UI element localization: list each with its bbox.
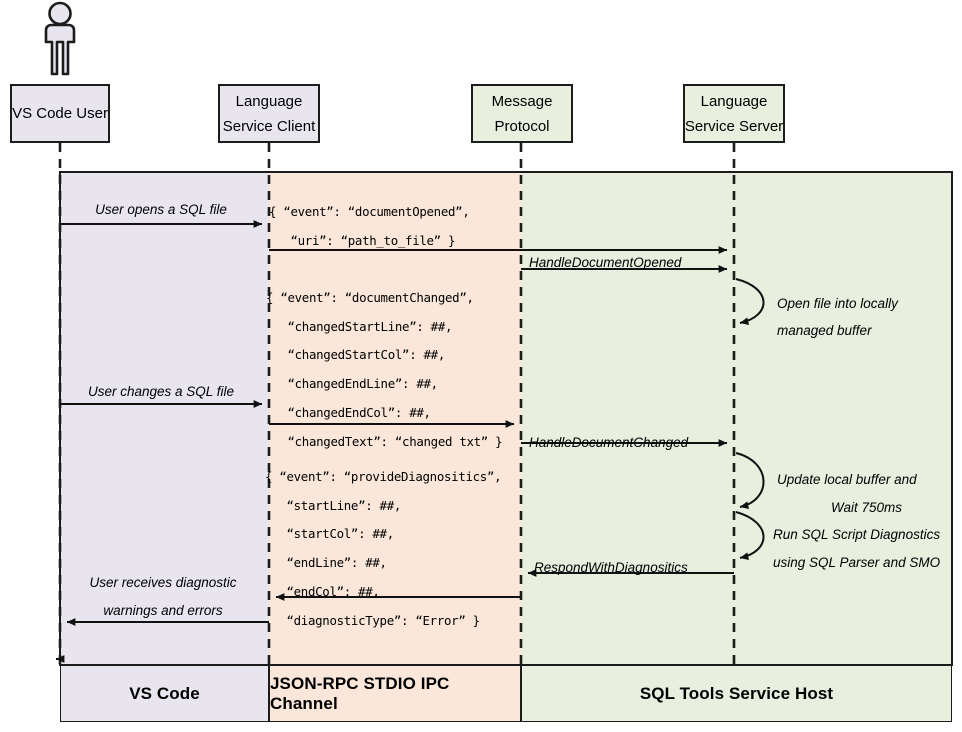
actor-label-line1: Language <box>700 92 768 110</box>
note-update-buffer-l2: Wait 750ms <box>830 500 903 515</box>
legend-label: JSON-RPC STDIO IPC Channel <box>270 673 450 713</box>
legend-ipc-channel[interactable]: JSON-RPC STDIO IPC Channel <box>269 665 521 722</box>
band-service-host <box>521 172 952 665</box>
loop-update-buffer <box>735 452 765 510</box>
payload-document-opened: { “event”: “documentOpened”, “uri”: “pat… <box>269 204 470 248</box>
actor-box-message-protocol[interactable]: Message Protocol <box>471 84 573 143</box>
message-label-user-receives-l1: User receives diagnostic <box>89 575 237 590</box>
payload-provide-diagnositics: { “event”: “provideDiagnositics”, “start… <box>265 469 502 628</box>
message-label-user-changes: User changes a SQL file <box>87 384 235 399</box>
band-ipc-channel <box>269 172 521 665</box>
message-label-handle-document-changed: HandleDocumentChanged <box>529 435 689 450</box>
payload-document-changed: { “event”: “documentChanged”, “changedSt… <box>266 290 503 449</box>
message-label-user-receives-l2: warnings and errors <box>103 603 223 618</box>
message-label-respond-with-diagnositics: RespondWithDiagnositics <box>534 560 688 575</box>
actor-person-icon <box>44 1 76 76</box>
note-update-buffer-l1: Update local buffer and <box>777 472 917 487</box>
actor-label-line2: Service Client <box>222 117 316 135</box>
note-open-file-l2: managed buffer <box>777 323 872 338</box>
band-vs-code <box>60 172 269 665</box>
actor-label-line1: Language <box>235 92 303 110</box>
legend-vs-code[interactable]: VS Code <box>60 665 269 722</box>
self-call-loops <box>735 278 765 561</box>
actor-box-language-service-server[interactable]: Language Service Server <box>683 84 785 143</box>
actor-box-language-service-client[interactable]: Language Service Client <box>218 84 320 143</box>
note-run-diagnostics-l1: Run SQL Script Diagnostics <box>773 527 941 542</box>
message-arrows <box>60 220 734 626</box>
legend-service-host[interactable]: SQL Tools Service Host <box>521 665 952 722</box>
note-open-file-l1: Open file into locally <box>777 296 898 311</box>
actor-label-line1: VS Code User <box>12 105 108 122</box>
legend-label: VS Code <box>129 683 200 703</box>
message-label-handle-document-opened: HandleDocumentOpened <box>529 255 682 270</box>
actor-box-vs-code-user[interactable]: VS Code User <box>10 84 110 143</box>
actor-label-line1: Message <box>491 92 553 110</box>
loop-open-file <box>735 278 765 326</box>
legend-label: SQL Tools Service Host <box>639 683 834 703</box>
actor-label-line2: Protocol <box>494 117 550 135</box>
actor-label-line2: Service Server <box>684 117 784 135</box>
note-run-diagnostics-l2: using SQL Parser and SMO <box>773 555 941 570</box>
loop-run-diagnostics <box>735 511 765 561</box>
message-label-user-opens: User opens a SQL file <box>95 202 227 217</box>
